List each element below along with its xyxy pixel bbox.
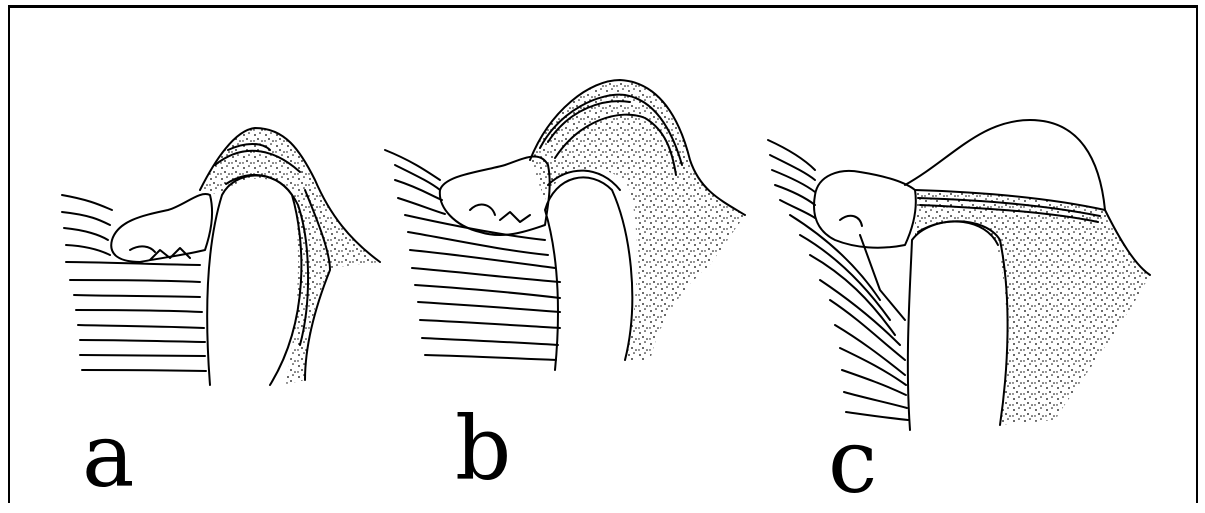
panel-c-stippled-capsule bbox=[915, 190, 1150, 425]
panel-b-drawing bbox=[385, 80, 745, 370]
panel-b-fibers bbox=[385, 150, 560, 360]
panel-c-drawing bbox=[768, 120, 1150, 430]
panel-label-b: b bbox=[455, 405, 511, 493]
panel-c-bone-head bbox=[908, 221, 1008, 430]
panel-c-fibers bbox=[768, 140, 908, 420]
panel-b-bone-head bbox=[545, 177, 632, 370]
panel-a-drawing bbox=[62, 128, 380, 385]
panel-b-stippled-capsule bbox=[530, 80, 745, 360]
panel-label-a: a bbox=[82, 412, 134, 500]
panel-a-bone-head bbox=[207, 175, 301, 385]
panel-a-fibers bbox=[62, 195, 206, 371]
panel-label-c: c bbox=[828, 418, 877, 506]
panel-c-disc bbox=[814, 171, 916, 248]
panel-a-stippled-capsule bbox=[200, 128, 380, 385]
